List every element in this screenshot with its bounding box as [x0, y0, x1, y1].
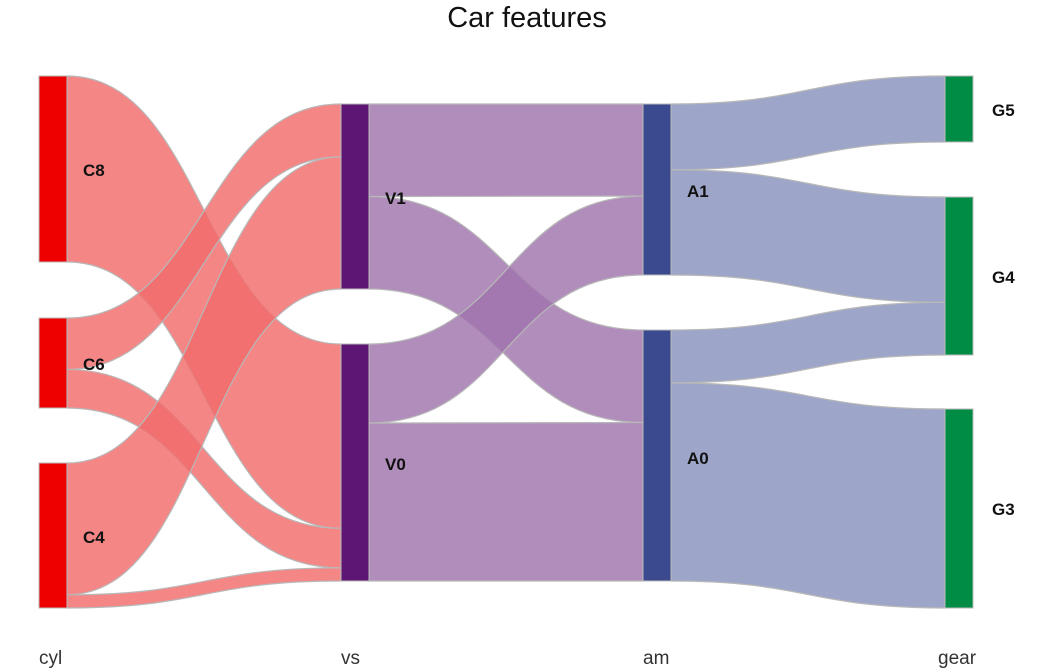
flow-a0-g4 — [670, 301, 946, 384]
flow-v0-a0 — [368, 421, 644, 582]
node-v0 — [340, 343, 370, 582]
node-label-c8: C8 — [83, 161, 105, 180]
node-c4 — [38, 462, 68, 609]
node-g3 — [944, 408, 974, 609]
axis-label-am: am — [643, 648, 669, 669]
links-layer — [66, 75, 946, 609]
node-label-c4: C4 — [83, 528, 105, 547]
node-g4 — [944, 196, 974, 356]
axis-label-gear: gear — [938, 648, 977, 669]
flow-a1-g4 — [670, 169, 946, 303]
node-label-a0: A0 — [687, 449, 709, 468]
node-g5 — [944, 75, 974, 143]
node-label-g5: G5 — [992, 101, 1015, 120]
node-label-a1: A1 — [687, 182, 709, 201]
node-a0 — [642, 329, 672, 582]
node-c8 — [38, 75, 68, 263]
nodes-layer — [38, 75, 974, 609]
node-label-v0: V0 — [385, 455, 406, 474]
axis-label-vs: vs — [341, 648, 360, 669]
node-a1 — [642, 103, 672, 276]
flow-v1-a1 — [368, 103, 644, 198]
node-label-g3: G3 — [992, 500, 1015, 519]
flow-a1-g5 — [670, 75, 946, 171]
node-label-g4: G4 — [992, 268, 1015, 287]
axis-labels: cyl vs am gear — [39, 648, 977, 669]
node-label-c6: C6 — [83, 355, 105, 374]
axis-label-cyl: cyl — [39, 648, 62, 669]
flow-a0-g3 — [670, 382, 946, 609]
node-label-v1: V1 — [385, 189, 406, 208]
node-v1 — [340, 103, 370, 290]
node-c6 — [38, 317, 68, 409]
chart-title: Car features — [447, 2, 607, 34]
